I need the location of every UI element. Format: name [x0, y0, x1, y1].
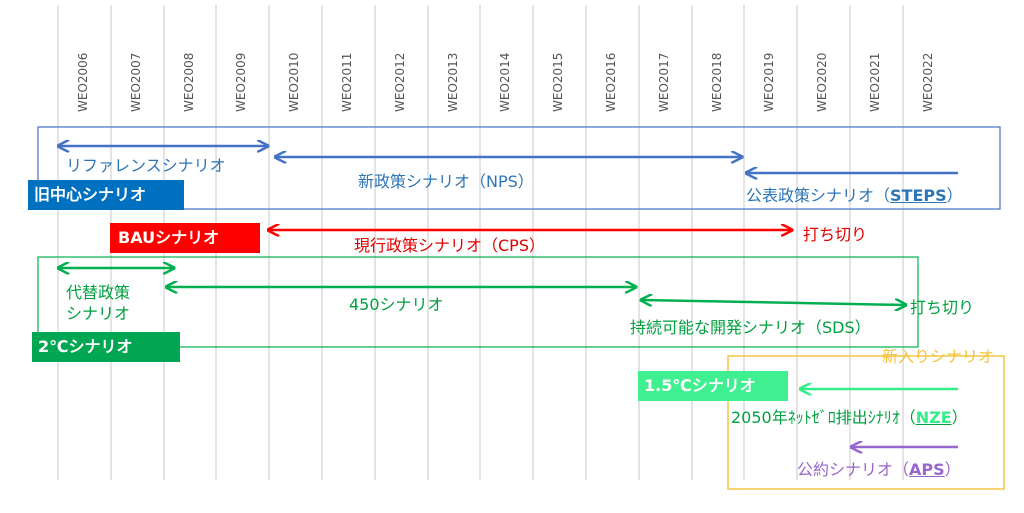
- old-center-scenario-box: 旧中心シナリオ: [28, 180, 184, 210]
- reference-scenario-label: リファレンスシナリオ: [66, 156, 226, 175]
- aps-abbr: APS: [909, 460, 945, 479]
- bau-end-label: 打ち切り: [803, 225, 868, 244]
- alternative-policy-label-line1: 代替政策: [66, 283, 131, 302]
- aps-label: 公約シナリオ（APS）: [797, 460, 961, 480]
- year-label: WEO2006: [74, 38, 94, 118]
- year-label-text: WEO2020: [815, 52, 829, 112]
- steps-prefix: 公表政策シナリオ（: [746, 186, 891, 205]
- nps-label: 新政策シナリオ（NPS）: [358, 172, 534, 191]
- nze-label: 2050年ﾈｯﾄｾﾞﾛ排出ｼﾅﾘｵ（NZE）: [731, 408, 968, 428]
- year-label: WEO2021: [866, 38, 886, 118]
- year-label-text: WEO2006: [76, 52, 90, 112]
- year-label-text: WEO2021: [868, 52, 882, 112]
- year-label-text: WEO2015: [551, 52, 565, 112]
- year-label: WEO2014: [496, 38, 516, 118]
- year-label: WEO2010: [285, 38, 305, 118]
- year-label: WEO2011: [338, 38, 358, 118]
- steps-label: 公表政策シナリオ（STEPS）: [746, 186, 963, 206]
- year-label: WEO2007: [127, 38, 147, 118]
- year-label: WEO2016: [602, 38, 622, 118]
- year-label: WEO2017: [655, 38, 675, 118]
- year-label-text: WEO2010: [287, 52, 301, 112]
- steps-abbr: STEPS: [890, 186, 947, 205]
- nze-prefix: 2050年ﾈｯﾄｾﾞﾛ排出ｼﾅﾘｵ（: [731, 408, 916, 427]
- two-degree-end-label: 打ち切り: [910, 298, 975, 317]
- year-label: WEO2019: [760, 38, 780, 118]
- year-label-text: WEO2022: [921, 52, 935, 112]
- year-label: WEO2008: [180, 38, 200, 118]
- nze-abbr: NZE: [915, 408, 952, 427]
- nze-suffix: ）: [951, 408, 968, 427]
- steps-suffix: ）: [946, 186, 963, 205]
- old-center-group-frame: [37, 126, 1001, 210]
- year-label-text: WEO2012: [393, 52, 407, 112]
- alternative-policy-label-line2: シナリオ: [66, 304, 131, 323]
- year-label-text: WEO2013: [446, 52, 460, 112]
- sds-label: 持続可能な開発シナリオ（SDS）: [630, 318, 871, 337]
- year-label: WEO2009: [232, 38, 252, 118]
- year-label-text: WEO2009: [234, 52, 248, 112]
- two-degree-scenario-box: 2℃シナリオ: [32, 332, 180, 362]
- year-label-text: WEO2016: [604, 52, 618, 112]
- year-label-text: WEO2007: [129, 52, 143, 112]
- s450-label: 450シナリオ: [349, 295, 444, 314]
- year-label: WEO2020: [813, 38, 833, 118]
- year-label: WEO2015: [549, 38, 569, 118]
- cps-label: 現行政策シナリオ（CPS）: [354, 236, 545, 255]
- year-label: WEO2013: [444, 38, 464, 118]
- year-label-text: WEO2014: [498, 52, 512, 112]
- bau-scenario-box: BAUシナリオ: [110, 223, 260, 253]
- aps-suffix: ）: [944, 460, 961, 479]
- year-label-text: WEO2017: [657, 52, 671, 112]
- year-label: WEO2022: [919, 38, 939, 118]
- year-label-text: WEO2011: [340, 52, 354, 112]
- year-label-text: WEO2018: [710, 52, 724, 112]
- year-label-text: WEO2019: [762, 52, 776, 112]
- aps-prefix: 公約シナリオ（: [797, 460, 910, 479]
- sds-arrow: [641, 300, 906, 305]
- new-scenarios-title: 新入りシナリオ: [882, 347, 995, 366]
- one-point-five-scenario-box: 1.5℃シナリオ: [638, 371, 788, 401]
- two-degree-group-frame: [37, 256, 919, 348]
- year-label: WEO2012: [391, 38, 411, 118]
- year-label: WEO2018: [708, 38, 728, 118]
- year-label-text: WEO2008: [182, 52, 196, 112]
- new-scenario-group-frame: [727, 355, 1005, 490]
